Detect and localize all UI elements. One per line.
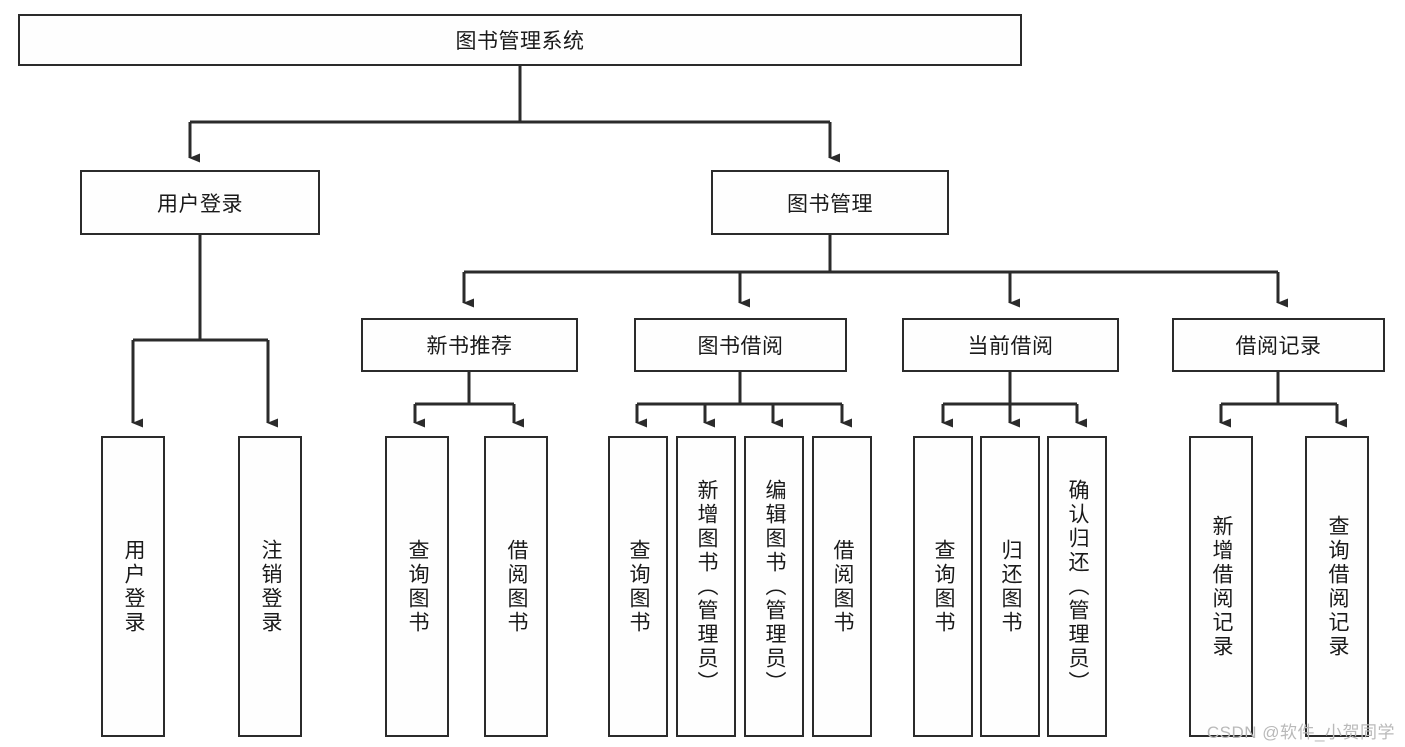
node-root-label: 图书管理系统 <box>455 30 585 53</box>
node-leaf-cur-query[interactable]: 查询图书 <box>913 436 973 737</box>
node-user-login[interactable]: 用户登录 <box>80 170 320 235</box>
node-leaf-rec-borrow-label: 借阅图书 <box>505 538 529 635</box>
node-leaf-borrow-do-label: 借阅图书 <box>831 538 855 635</box>
node-leaf-rec-add[interactable]: 新增借阅记录 <box>1189 436 1253 737</box>
node-user-login-label: 用户登录 <box>157 192 243 216</box>
node-leaf-rec-query2[interactable]: 查询借阅记录 <box>1305 436 1369 737</box>
node-leaf-rec-query[interactable]: 查询图书 <box>385 436 449 737</box>
node-leaf-borrow-add[interactable]: 新增图书（管理员） <box>676 436 736 737</box>
node-leaf-cur-query-label: 查询图书 <box>932 538 956 635</box>
node-borrow-record-label: 借阅记录 <box>1235 335 1322 358</box>
node-book-manage[interactable]: 图书管理 <box>711 170 949 235</box>
node-leaf-cur-return-label: 归还图书 <box>999 538 1023 635</box>
node-book-manage-label: 图书管理 <box>787 192 873 216</box>
node-book-borrow[interactable]: 图书借阅 <box>634 318 847 372</box>
node-leaf-rec-query2-label: 查询借阅记录 <box>1326 514 1350 659</box>
node-borrow-record[interactable]: 借阅记录 <box>1172 318 1385 372</box>
node-leaf-cur-confirm[interactable]: 确认归还（管理员） <box>1047 436 1107 737</box>
node-leaf-borrow-do[interactable]: 借阅图书 <box>812 436 872 737</box>
node-leaf-borrow-add-label: 新增图书（管理员） <box>695 478 719 695</box>
node-leaf-user-login[interactable]: 用户登录 <box>101 436 165 737</box>
node-leaf-rec-borrow[interactable]: 借阅图书 <box>484 436 548 737</box>
node-new-book-rec-label: 新书推荐 <box>426 335 513 358</box>
node-root[interactable]: 图书管理系统 <box>18 14 1022 66</box>
node-book-borrow-label: 图书借阅 <box>697 335 784 358</box>
node-current-borrow-label: 当前借阅 <box>967 335 1054 358</box>
node-new-book-rec[interactable]: 新书推荐 <box>361 318 578 372</box>
node-leaf-user-logout-label: 注销登录 <box>259 538 283 635</box>
csdn-watermark: CSDN @软件_小贺同学 <box>1206 723 1395 742</box>
node-leaf-rec-add-label: 新增借阅记录 <box>1210 514 1234 659</box>
node-leaf-borrow-edit[interactable]: 编辑图书（管理员） <box>744 436 804 737</box>
node-leaf-borrow-edit-label: 编辑图书（管理员） <box>763 478 787 695</box>
node-leaf-cur-confirm-label: 确认归还（管理员） <box>1066 478 1090 695</box>
node-current-borrow[interactable]: 当前借阅 <box>902 318 1119 372</box>
node-leaf-cur-return[interactable]: 归还图书 <box>980 436 1040 737</box>
node-leaf-user-login-label: 用户登录 <box>122 538 146 635</box>
node-leaf-rec-query-label: 查询图书 <box>406 538 430 635</box>
node-leaf-user-logout[interactable]: 注销登录 <box>238 436 302 737</box>
node-leaf-borrow-query-label: 查询图书 <box>627 538 651 635</box>
node-leaf-borrow-query[interactable]: 查询图书 <box>608 436 668 737</box>
